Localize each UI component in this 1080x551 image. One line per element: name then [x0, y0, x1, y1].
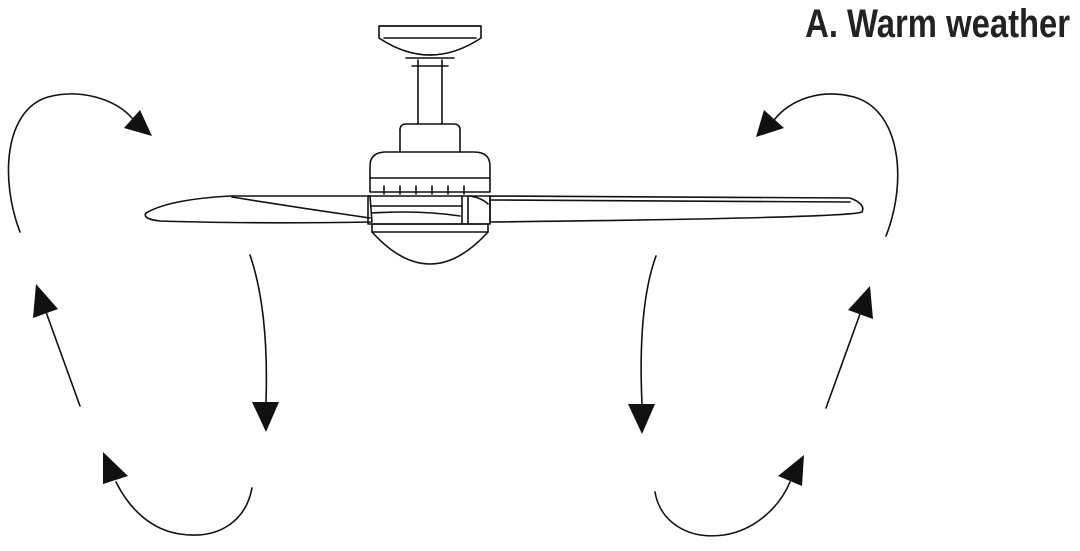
airflow-arrow-icon: [249, 254, 268, 403]
airflow-arrow-icon: [654, 481, 791, 537]
diagram-title: A. Warm weather: [805, 2, 1070, 46]
ceiling-fan-icon: [144, 25, 864, 265]
arrowhead: [848, 286, 873, 319]
left-airflow-arrows: [7, 93, 279, 536]
arrowhead: [33, 284, 58, 318]
airflow-arrow-icon: [115, 481, 253, 536]
arrowhead: [628, 404, 655, 434]
airflow-arrow-icon: [773, 93, 899, 237]
right-airflow-arrows: [628, 93, 899, 537]
airflow-arrow-icon: [45, 311, 81, 407]
airflow-arrow-icon: [640, 255, 657, 405]
airflow-arrow-icon: [7, 93, 133, 233]
arrowhead: [252, 402, 279, 432]
arrowhead: [778, 455, 804, 486]
airflow-arrow-icon: [825, 313, 861, 409]
arrowhead: [124, 110, 152, 136]
arrowhead: [103, 452, 128, 484]
arrowhead: [756, 110, 784, 137]
